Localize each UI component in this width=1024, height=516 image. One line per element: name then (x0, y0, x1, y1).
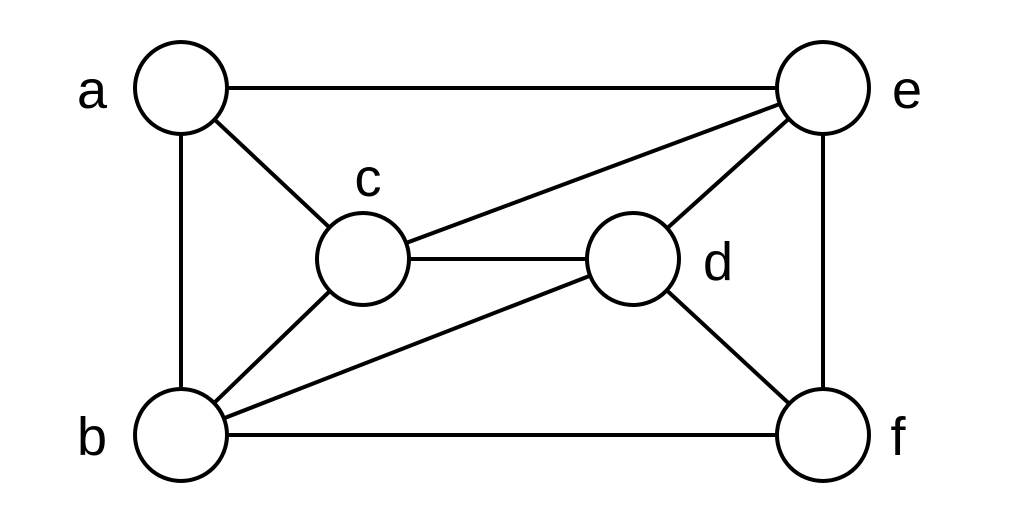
node-f (775, 387, 871, 483)
node-layer (133, 40, 871, 483)
node-c (315, 211, 411, 307)
node-a (133, 40, 229, 136)
edge-d-b (180, 257, 634, 437)
node-label-b: b (77, 407, 107, 467)
node-label-f: f (890, 407, 906, 467)
edge-c-e (362, 86, 824, 261)
node-d (585, 211, 681, 307)
node-label-d: d (703, 232, 733, 292)
node-label-e: e (892, 60, 922, 120)
node-b (133, 387, 229, 483)
node-label-a: a (77, 60, 108, 120)
label-layer: a b c d e f (77, 60, 922, 467)
node-label-c: c (355, 148, 382, 208)
node-e (775, 40, 871, 136)
